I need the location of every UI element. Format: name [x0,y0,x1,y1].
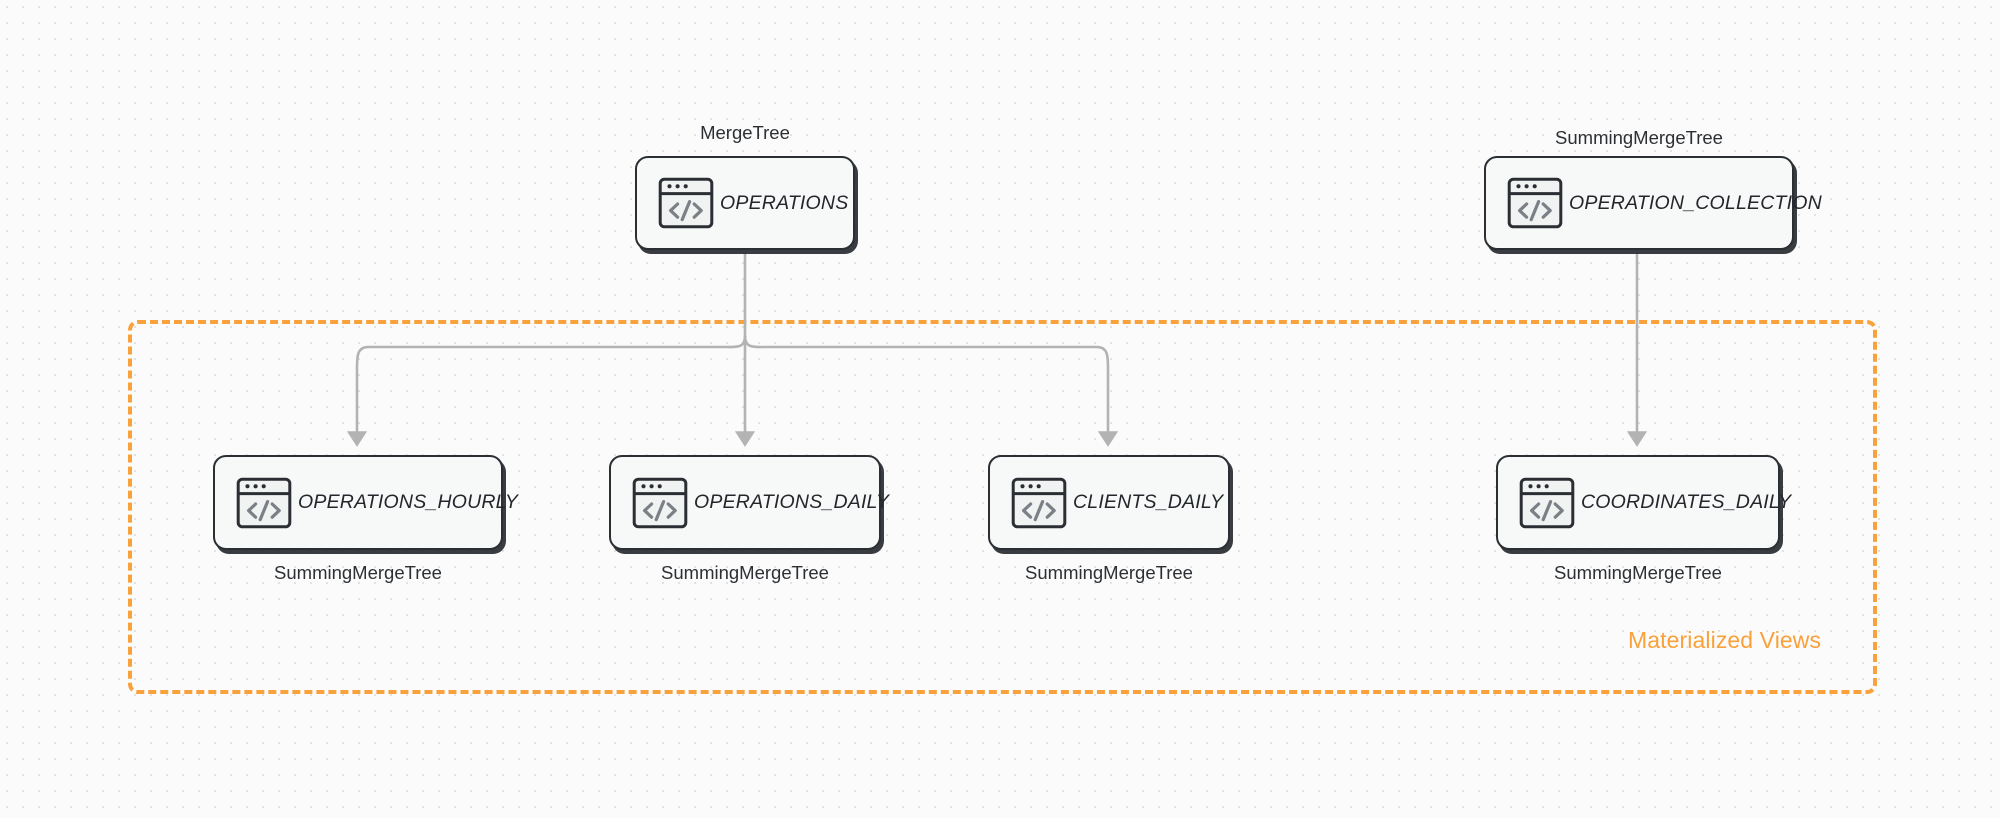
materialized-views-group [128,320,1877,694]
engine-label-clients_daily: SummingMergeTree [1025,562,1193,583]
code-window-icon [1507,177,1563,229]
node-title-operation_collection: OPERATION_COLLECTION [1569,191,1822,214]
node-operations_daily[interactable]: OPERATIONS_DAILY [609,455,889,550]
code-window-icon [1011,477,1067,528]
node-clients_daily[interactable]: CLIENTS_DAILY [988,455,1230,550]
materialized-views-group-label: Materialized Views [1628,627,1822,653]
engine-label-operations_hourly: SummingMergeTree [274,562,442,583]
code-window-icon [1519,477,1575,528]
node-title-operations: OPERATIONS [720,191,849,214]
code-window-icon [658,177,714,229]
engine-label-coordinates_daily: SummingMergeTree [1554,562,1722,583]
engine-label-operation_collection: SummingMergeTree [1555,127,1723,148]
node-operations[interactable]: OPERATIONS [635,156,855,250]
code-window-icon [236,477,292,528]
code-window-icon [1011,477,1067,529]
code-window-icon [658,177,714,229]
code-window-icon [1507,177,1563,229]
node-coordinates_daily[interactable]: COORDINATES_DAILY [1496,455,1791,550]
code-window-icon [1519,477,1575,529]
code-window-icon [236,477,292,529]
code-window-icon [632,477,688,529]
engine-label-operations_daily: SummingMergeTree [661,562,829,583]
engine-label-operations: MergeTree [700,122,790,143]
node-operation_collection[interactable]: OPERATION_COLLECTION [1484,156,1822,250]
node-operations_hourly[interactable]: OPERATIONS_HOURLY [213,455,518,550]
node-title-coordinates_daily: COORDINATES_DAILY [1581,491,1792,513]
code-window-icon [632,477,688,528]
node-title-operations_hourly: OPERATIONS_HOURLY [298,491,519,513]
node-title-operations_daily: OPERATIONS_DAILY [694,491,890,513]
node-title-clients_daily: CLIENTS_DAILY [1073,491,1224,513]
